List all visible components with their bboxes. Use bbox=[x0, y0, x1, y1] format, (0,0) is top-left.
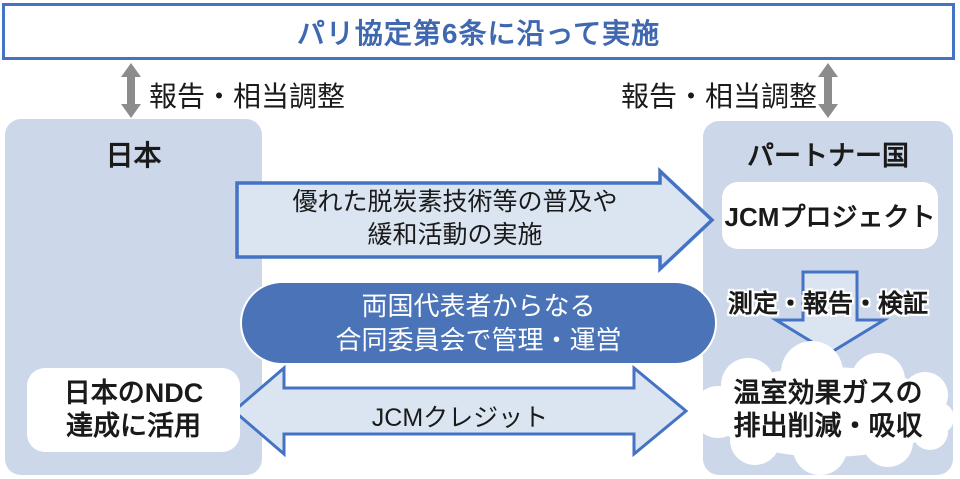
ghg-cloud-line2: 排出削減・吸収 bbox=[733, 411, 923, 441]
tech-arrow-caption-line2: 緩和活動の実施 bbox=[367, 221, 543, 249]
adjustment-label-right: 報告・相当調整 bbox=[621, 81, 818, 112]
ghg-cloud-line1: 温室効果ガスの bbox=[733, 378, 923, 408]
joint-committee-shape: 両国代表者からなる 合同委員会で管理・運営 bbox=[240, 281, 717, 365]
tech-arrow-caption-line1: 優れた脱炭素技術等の普及や bbox=[292, 188, 618, 216]
jcm-credit-label: JCMクレジット bbox=[371, 404, 549, 432]
joint-committee-line1: 両国代表者からなる bbox=[361, 291, 596, 321]
japan-ndc-line1: 日本のNDC bbox=[63, 378, 204, 408]
banner-title: パリ協定第6条に沿って実施 bbox=[296, 17, 661, 49]
partner-panel-title: パートナー国 bbox=[747, 141, 909, 171]
paris-agreement-banner: パリ協定第6条に沿って実施 bbox=[2, 3, 955, 60]
japan-panel-title: 日本 bbox=[105, 140, 162, 171]
adjustment-label-left: 報告・相当調整 bbox=[149, 81, 346, 112]
japan-ndc-line2: 達成に活用 bbox=[66, 411, 201, 441]
jcm-project-label: JCMプロジェクト bbox=[724, 202, 936, 232]
up-down-arrow-icon bbox=[818, 63, 838, 118]
japan-ndc-box: 日本のNDC 達成に活用 bbox=[27, 368, 240, 452]
ghg-cloud-caption: 温室効果ガスの 排出削減・吸収 bbox=[700, 377, 956, 443]
mrv-label: 測定・報告・検証 bbox=[727, 290, 928, 318]
joint-committee-line2: 合同委員会で管理・運営 bbox=[335, 325, 622, 355]
jcm-project-box: JCMプロジェクト bbox=[722, 182, 938, 249]
up-down-arrow-icon bbox=[121, 63, 141, 118]
tech-arrow-caption: 優れた脱炭素技術等の普及や 緩和活動の実施 bbox=[255, 186, 655, 252]
